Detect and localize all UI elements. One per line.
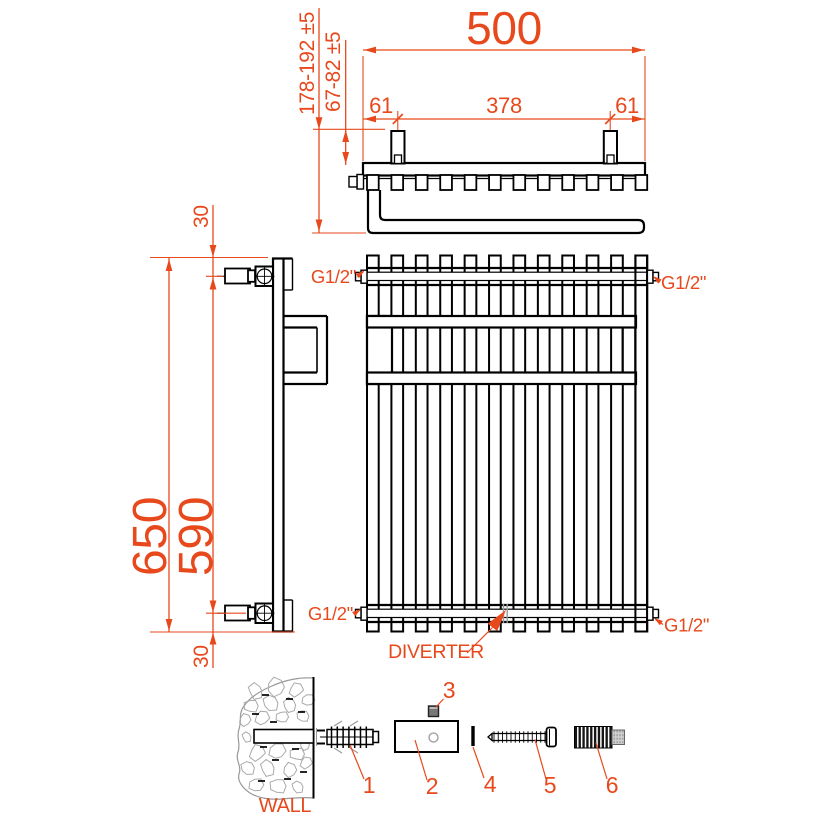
dim-30-bottom-label: 30 [190, 645, 213, 668]
dimension-labels: 500 61 378 61 178-192 ±5 67-82 ±5 650 59… [124, 2, 709, 668]
towel-bar-top-view [366, 190, 646, 235]
diverter-label: DIVERTER [388, 641, 484, 663]
side-fitting-top [217, 265, 275, 287]
screw [487, 726, 557, 748]
towel-bar-bracket-profile [283, 314, 329, 386]
dim-378-label: 378 [486, 93, 522, 118]
drilled-hole [253, 728, 315, 744]
wall-label: WALL [259, 795, 312, 817]
dim-500-label: 500 [466, 2, 542, 54]
part-label-4: 4 [484, 771, 497, 797]
dim-650-label: 650 [124, 497, 177, 576]
wall-stones [239, 676, 316, 794]
bracket-plate [394, 720, 459, 753]
top-view-stub-outer [348, 175, 358, 188]
grub-screw [427, 705, 440, 718]
tube-tops [366, 174, 649, 191]
part-label-6: 6 [606, 772, 619, 798]
dim-590-label: 590 [170, 497, 223, 576]
cap-thread-stub [613, 730, 624, 744]
bracket-notch-left [393, 154, 403, 165]
top-collector [366, 266, 648, 287]
cap-knurling [577, 727, 610, 748]
dimensions [150, 8, 664, 668]
part-label-1: 1 [363, 772, 376, 798]
collector-bar-top [361, 161, 647, 177]
top-view [348, 130, 649, 235]
conn-label-bottom-left: G1/2" [308, 603, 353, 624]
part-label-3: 3 [443, 677, 456, 703]
towel-bar-top-rail [365, 314, 638, 329]
dim-61-left-label: 61 [369, 93, 393, 118]
part-label-2: 2 [426, 773, 439, 799]
dim-61-right-label: 61 [615, 93, 639, 118]
conn-label-top-right: G1/2" [661, 272, 706, 293]
plug-ribs [330, 726, 368, 748]
diverter-leader [466, 627, 493, 654]
part-label-5: 5 [544, 772, 557, 798]
cover-cap [574, 726, 625, 749]
front-view [354, 254, 660, 633]
wall-plug [316, 720, 380, 754]
top-view-stub-inner [356, 173, 365, 190]
part-leaders [349, 698, 608, 781]
wall-section [236, 676, 316, 800]
screw-threads [493, 731, 546, 743]
part-labels: 1 2 3 4 5 6 [363, 677, 619, 799]
conn-label-bottom-right: G1/2" [664, 615, 709, 636]
bracket-notch-right [606, 154, 615, 165]
dim-178-192-label: 178-192 ±5 [296, 12, 319, 115]
side-view [217, 257, 329, 633]
dim-30-top-label: 30 [190, 205, 213, 228]
conn-label-top-left: G1/2" [311, 266, 356, 287]
radiator-tubes [366, 254, 649, 633]
mounting-parts: 1 2 3 4 5 6 WALL [236, 676, 625, 817]
wall-hatch-dashes [252, 694, 307, 782]
towel-bar-bottom-rail [365, 371, 638, 386]
dim-67-82-label: 67-82 ±5 [322, 32, 345, 112]
